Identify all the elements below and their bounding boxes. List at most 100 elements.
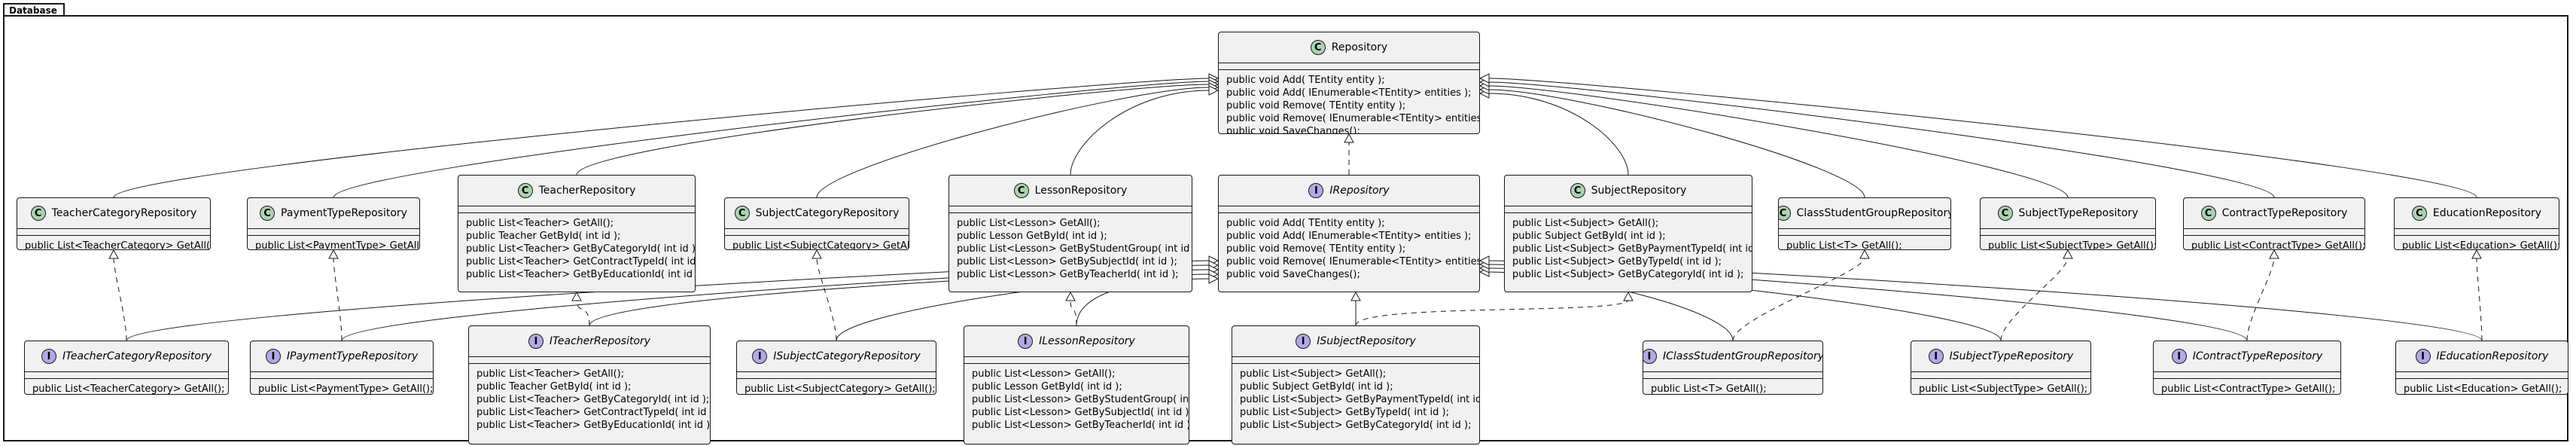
node-title: TeacherCategoryRepository [51,207,197,219]
method-signature: public List<Subject> GetByCategoryId( in… [1240,420,1472,431]
fields-compartment [248,229,419,236]
relation-ilesson-repository-to-lesson-repository [1065,291,1077,326]
method-signature: public List<Subject> GetAll(); [1240,368,1387,380]
isubject-repository-node[interactable]: I ISubjectRepository public List<Subject> … [1232,325,1480,444]
relation-isubject-repository-to-subject-repository [1355,291,1634,326]
node-title: ISubjectRepository [1317,335,1416,347]
interface-icon: I [41,349,56,364]
package-name: Database [9,5,57,16]
interface-icon: I [2415,349,2431,364]
relation-teacher-repository-to-repository [576,79,1219,176]
node-title: LessonRepository [1034,185,1128,197]
fields-compartment [1219,206,1479,213]
class-icon: C [260,206,276,221]
interface-icon: I [265,349,281,364]
node-title: IClassStudentGroupRepository [1662,350,1823,362]
node-title: IContractTypeRepository [2192,350,2323,362]
method-signature: public List<SubjectType> GetAll(); [1919,383,2088,395]
method-signature: public List<PaymentType> GetAll(); [258,383,434,395]
fields-compartment [2396,372,2568,379]
method-signature: public List<Lesson> GetByStudentGroup( i… [957,243,1192,255]
ipayment-type-repository-node[interactable]: I IPaymentTypeRepository public List<Payme… [250,341,434,395]
method-signature: public List<PaymentType> GetAll(); [255,240,420,250]
class-icon: C [734,206,750,221]
fields-compartment [458,206,695,213]
methods-compartment: public List<SubjectType> GetAll();public… [1981,236,2156,250]
method-signature: public List<Education> GetAll(); [2402,240,2559,250]
method-signature: public List<SubjectType> GetAll(); [1988,240,2156,250]
methods-compartment: public List<Lesson> GetAll();public Less… [964,364,1189,435]
method-signature: public List<SubjectCategory> GetAll(); [732,240,909,250]
interface-icon: I [1296,334,1311,349]
node-title: SubjectRepository [1591,185,1687,197]
class-icon: C [2411,206,2427,221]
method-signature: public void Remove( IEnumerable<TEntity>… [1226,113,1480,124]
method-signature: public List<Subject> GetByCategoryId( in… [1512,269,1744,280]
relation-education-repository-to-repository [1478,73,2477,198]
node-title: TeacherRepository [538,185,636,197]
method-signature: public List<T> GetAll(); [1786,240,1902,250]
class-icon: C [1779,206,1791,221]
method-signature: public List<Teacher> GetByCategoryId( in… [466,243,696,255]
fields-compartment [1981,229,2155,236]
fields-compartment [1219,63,1479,70]
method-signature: public void Add( TEntity entity ); [1226,75,1385,86]
fields-compartment [2395,229,2559,236]
fields-compartment [2184,229,2364,236]
methods-compartment: public List<Education> GetAll();public E… [2396,379,2568,394]
relation-iteacher-repository-to-teacher-repository [571,291,590,326]
fields-compartment [1911,372,2090,379]
node-title: IPaymentTypeRepository [286,350,419,362]
method-signature: public List<Subject> GetByTypeId( int id… [1240,407,1449,418]
node-title: ITeacherRepository [549,335,651,347]
method-signature: public List<Teacher> GetByEducationId( i… [466,269,696,280]
class-icon: C [1013,183,1029,198]
method-signature: public List<Lesson> GetAll(); [957,218,1101,229]
methods-compartment: public List<SubjectType> GetAll();public… [1911,379,2090,395]
interface-icon: I [1018,334,1034,349]
lesson-repository-node[interactable]: C LessonRepository public List<Lesson> Get… [948,175,1192,292]
class-icon: C [2200,206,2216,221]
class-student-group-repository-node[interactable]: C ClassStudentGroupRepository public List<… [1778,197,1951,250]
methods-compartment: public List<PaymentType> GetAll();public… [251,379,434,395]
methods-compartment: public List<Teacher> GetAll();public Tea… [458,213,695,284]
node-header: I ISubjectRepository [1232,326,1479,357]
package-tab: Database [3,3,65,17]
node-header: C ClassStudentGroupRepository [1779,198,1950,229]
node-title: ClassStudentGroupRepository [1796,207,1951,219]
methods-compartment: public List<Subject> GetAll();public Sub… [1232,364,1479,435]
method-signature: public List<Lesson> GetByStudentGroup( i… [972,394,1189,405]
fields-compartment [1505,206,1752,213]
method-signature: public List<Teacher> GetByCategoryId( in… [477,394,710,405]
method-signature: public void Remove( IEnumerable<TEntity>… [1226,256,1480,267]
relation-isubject-category-repository-to-subject-category-repository [811,249,837,341]
method-signature: public List<Subject> GetAll(); [1512,218,1659,229]
methods-compartment: public List<Subject> GetAll();public Sub… [1505,213,1752,284]
fields-compartment [737,372,936,379]
method-signature: public List<Teacher> GetContractTypeId( … [466,256,696,267]
method-signature: public List<Lesson> GetByTeacherId( int … [957,269,1179,280]
